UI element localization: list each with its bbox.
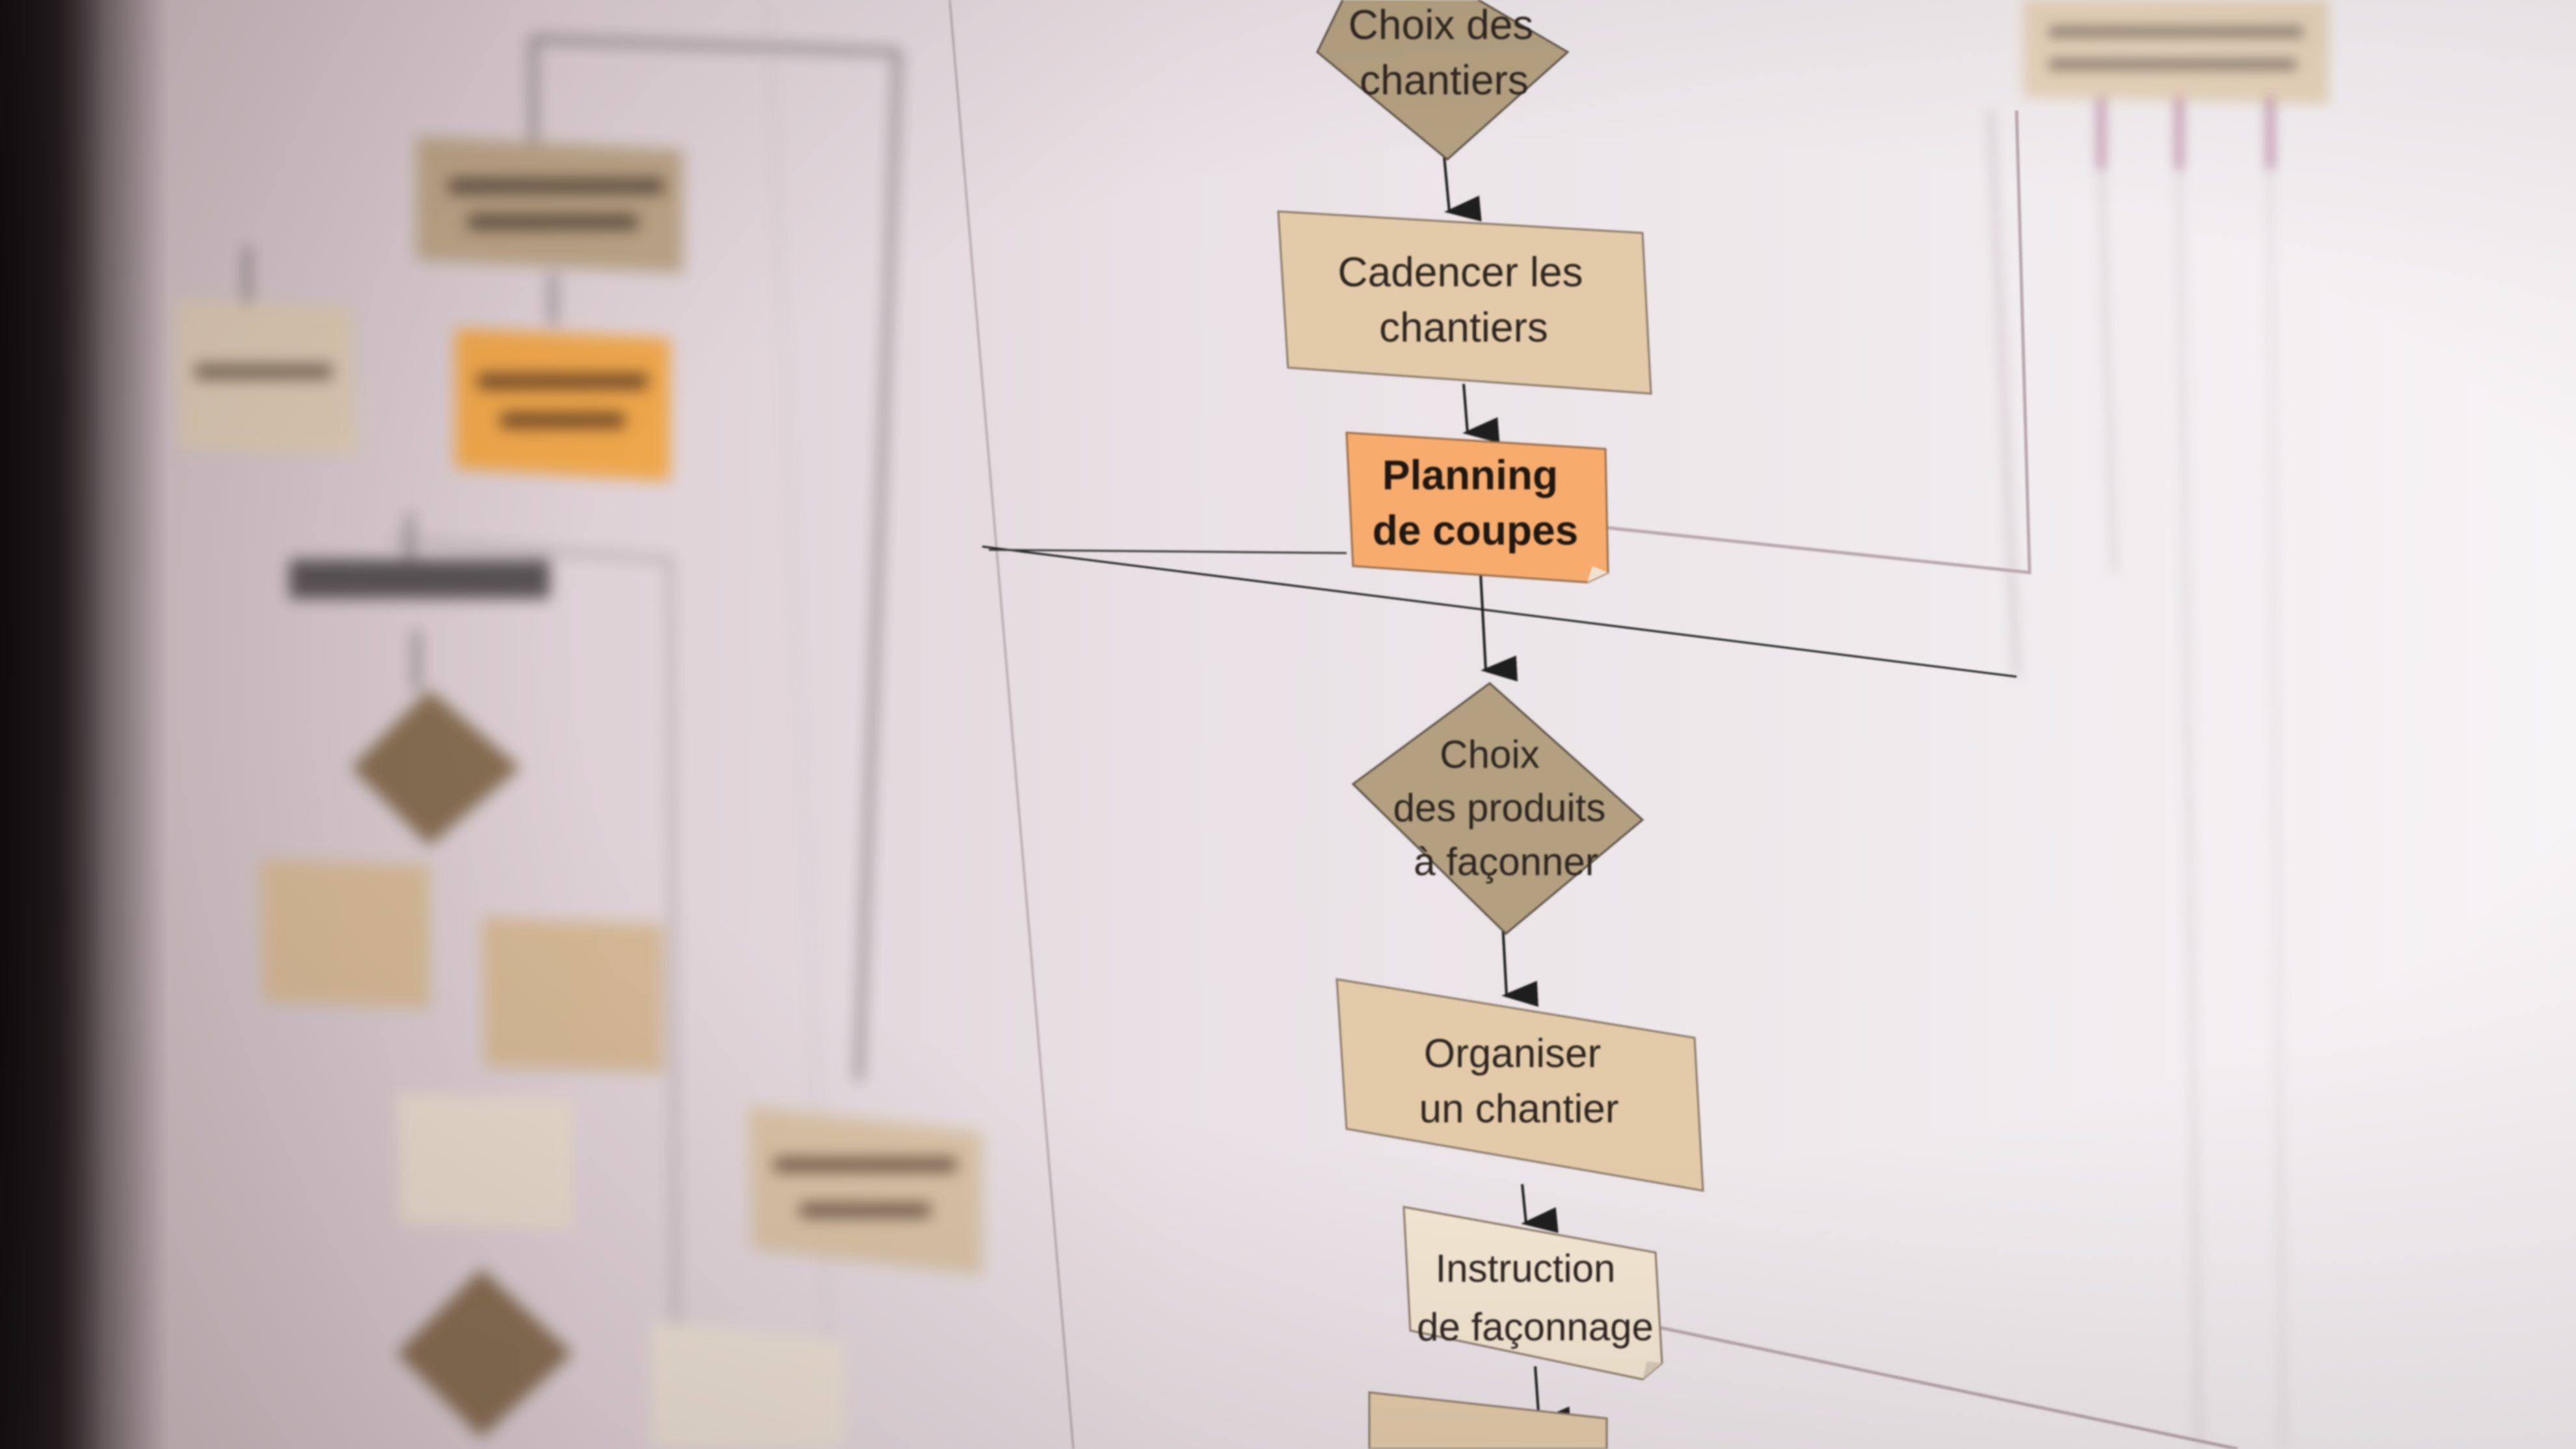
choix-produits-line-3: à façonner [1414, 840, 1598, 884]
cadencer-line-2: chantiers [1379, 304, 1548, 351]
next-process-box-partial [1368, 1391, 1608, 1449]
arrow-1 [1443, 156, 1482, 222]
planning-line-1: Planning [1382, 452, 1558, 498]
choix-produits-line-2: des produits [1393, 786, 1606, 830]
connector-instruction-right [1658, 1325, 2238, 1449]
arrow-5 [1521, 1184, 1559, 1234]
decision-choix-chantiers: Choix des chantiers [1316, 0, 1570, 161]
instruction-line-1: Instruction [1436, 1247, 1616, 1290]
instruction-line-2: de façonnage [1417, 1305, 1654, 1349]
choix-produits-line-1: Choix [1440, 733, 1539, 776]
arrow-4 [1501, 923, 1539, 1007]
arrow-2 [1462, 383, 1500, 444]
organiser-line-2: un chantier [1419, 1087, 1619, 1131]
decision-choix-produits: Choix des produits à façonner [1351, 682, 1644, 936]
cadencer-line-1: Cadencer les [1337, 249, 1583, 295]
document-instruction-faconnage: Instruction de façonnage [1402, 1206, 1663, 1381]
choix-chantiers-line-1: Choix des [1348, 1, 1534, 48]
connector-line-top [988, 548, 1347, 554]
page-border-horizontal [982, 545, 2017, 678]
choix-chantiers-line-2: chantiers [1360, 57, 1529, 103]
process-organiser: Organiser un chantier [1335, 978, 1704, 1192]
organiser-line-1: Organiser [1424, 1031, 1601, 1076]
monitor-bezel-shadow [0, 0, 104, 1449]
process-cadencer: Cadencer les chantiers [1277, 210, 1652, 395]
arrow-3 [1479, 572, 1518, 682]
planning-line-2: de coupes [1373, 507, 1579, 554]
page-border-vertical [948, 0, 1075, 1449]
connector-planning-right [1600, 110, 2032, 575]
output-planning-de-coupes: Planning de coupes [1345, 431, 1609, 584]
